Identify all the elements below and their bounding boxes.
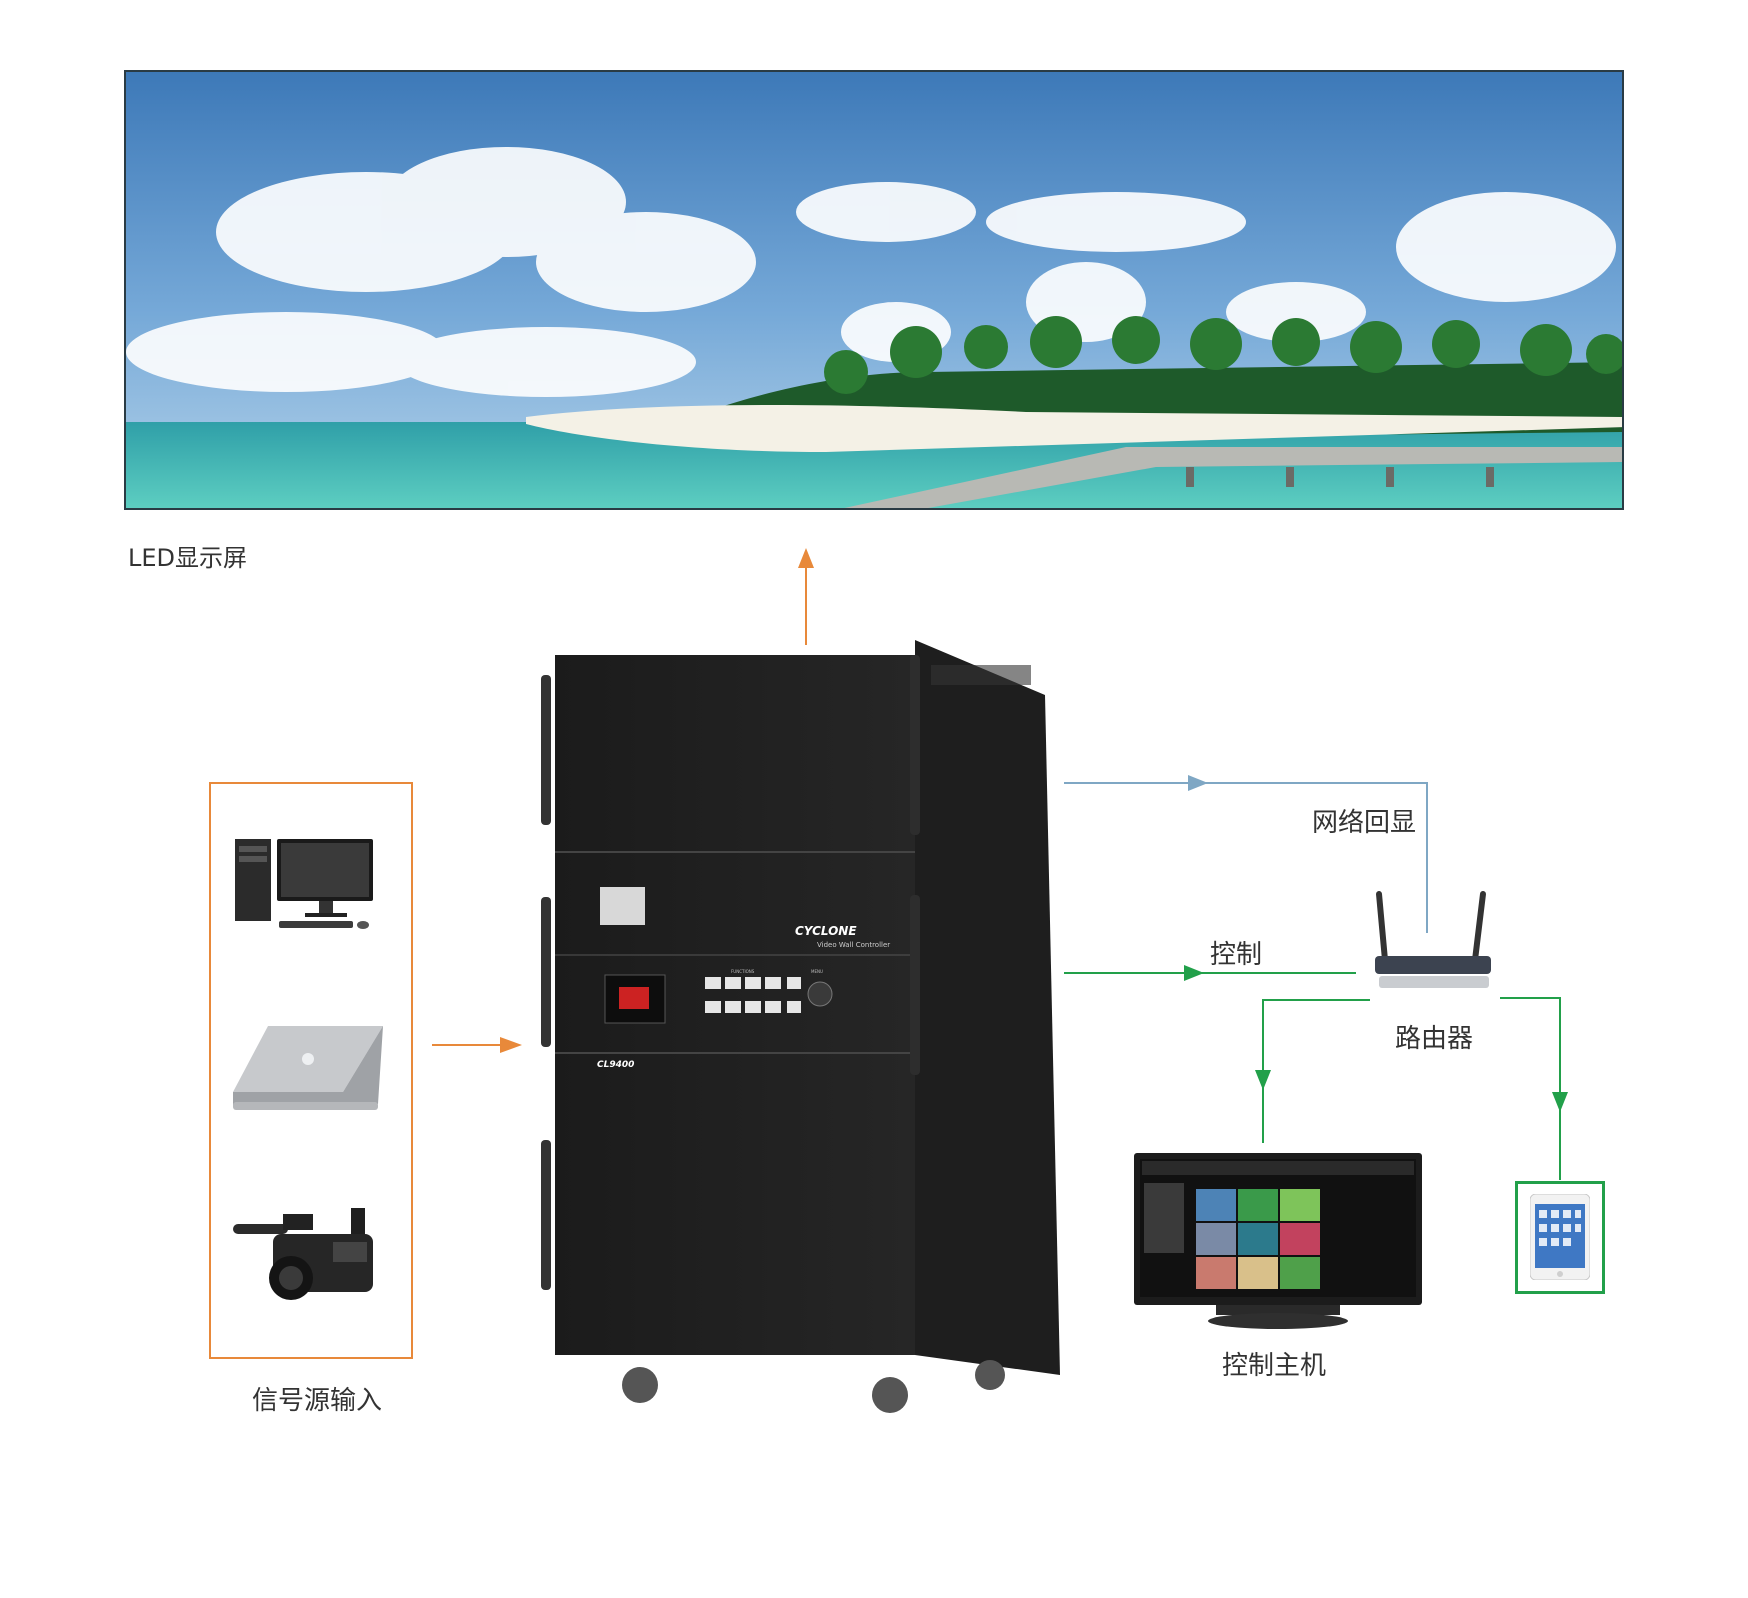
subtitle-text: Video Wall Controller <box>817 941 890 949</box>
video-camera-icon <box>233 1208 373 1300</box>
video-wall-controller-cabinet: CYCLONE Video Wall Controller CL9400 FUN… <box>541 640 1060 1413</box>
green-arrow-icon <box>1184 965 1204 981</box>
router-to-host-line <box>1262 999 1370 1143</box>
led-display-screen <box>124 70 1624 510</box>
menu-caption: MENU <box>811 969 823 974</box>
desktop-computer-icon <box>235 839 373 929</box>
wifi-router-icon <box>1375 891 1491 988</box>
right-arrow-icon <box>500 1037 522 1053</box>
model-text: CL9400 <box>597 1060 634 1070</box>
down-arrow-icon <box>1255 1070 1271 1090</box>
tablet-frame <box>1515 1181 1605 1294</box>
down-arrow-icon <box>1552 1092 1568 1112</box>
monitor-icon <box>1134 1153 1422 1329</box>
control-host-label: 控制主机 <box>1222 1351 1327 1381</box>
network-echo-label: 网络回显 <box>1312 808 1417 838</box>
signal-input-label: 信号源输入 <box>252 1386 383 1416</box>
signal-source-box <box>209 782 413 1359</box>
router-to-tablet-line <box>1500 997 1561 1180</box>
led-display-label: LED显示屏 <box>128 544 248 572</box>
brand-text: CYCLONE <box>795 924 857 938</box>
network-echo-line <box>1064 782 1428 933</box>
laptop-icon <box>233 1026 383 1110</box>
beach-panorama-image <box>126 72 1622 508</box>
router-label: 路由器 <box>1395 1024 1474 1054</box>
control-label: 控制 <box>1210 940 1263 970</box>
up-arrow-icon <box>798 548 814 568</box>
functions-caption: FUNCTIONS <box>731 969 755 974</box>
tablet-icon <box>1530 1194 1590 1280</box>
blue-arrow-icon <box>1188 775 1208 791</box>
